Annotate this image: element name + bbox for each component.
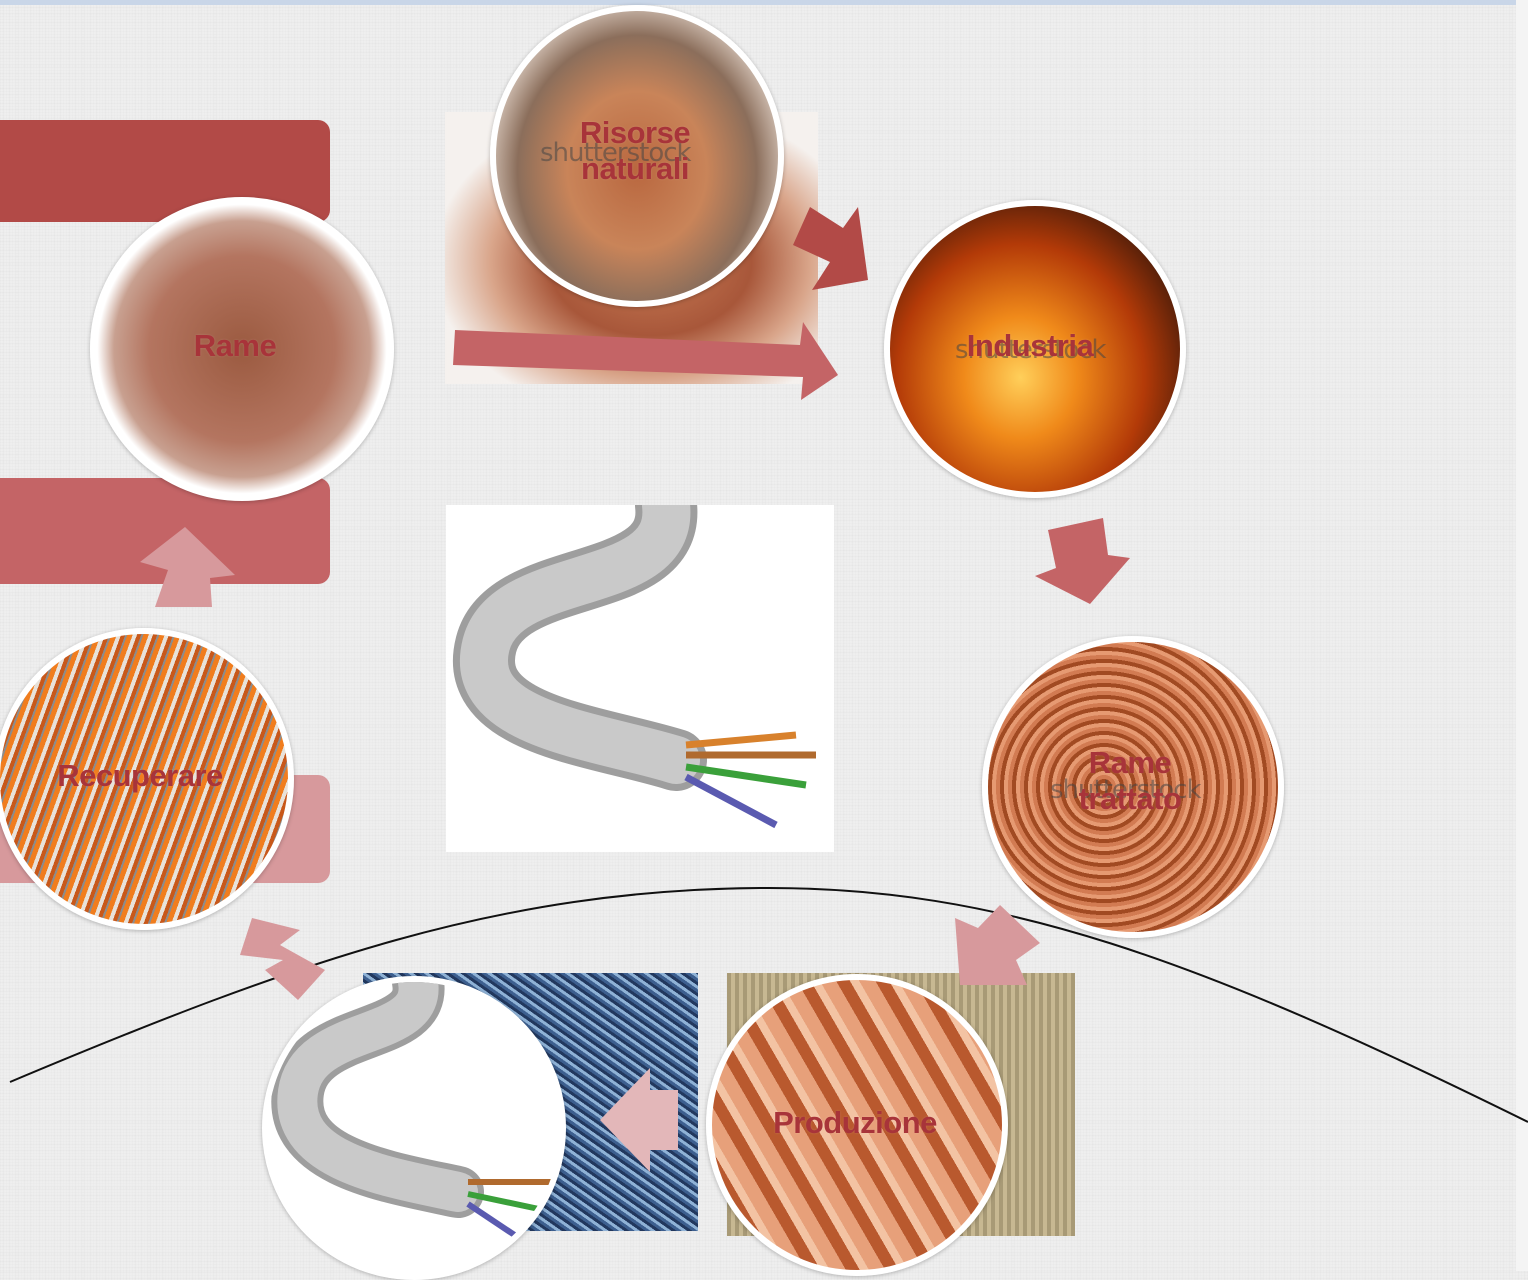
circle-cable — [262, 976, 566, 1280]
cable-small-illustration — [268, 982, 560, 1274]
arrow-to-industria — [793, 207, 868, 290]
arrow-to-rame-trattato — [1035, 518, 1130, 604]
arrow-long-right — [453, 322, 838, 400]
label-risorse-naturali: Risorse naturali — [555, 115, 715, 187]
arrow-to-produzione — [955, 905, 1040, 985]
arrow-to-cable — [600, 1068, 678, 1172]
label-industria: Industria — [930, 328, 1130, 364]
label-produzione: Produzione — [745, 1105, 965, 1141]
arrow-to-recuperare — [240, 918, 325, 1000]
label-rame: Rame — [165, 328, 305, 364]
label-recuperare: Recuperare — [30, 758, 250, 794]
label-rame-trattato: Rame trattato — [1050, 745, 1210, 817]
arrow-to-rame — [140, 527, 235, 607]
